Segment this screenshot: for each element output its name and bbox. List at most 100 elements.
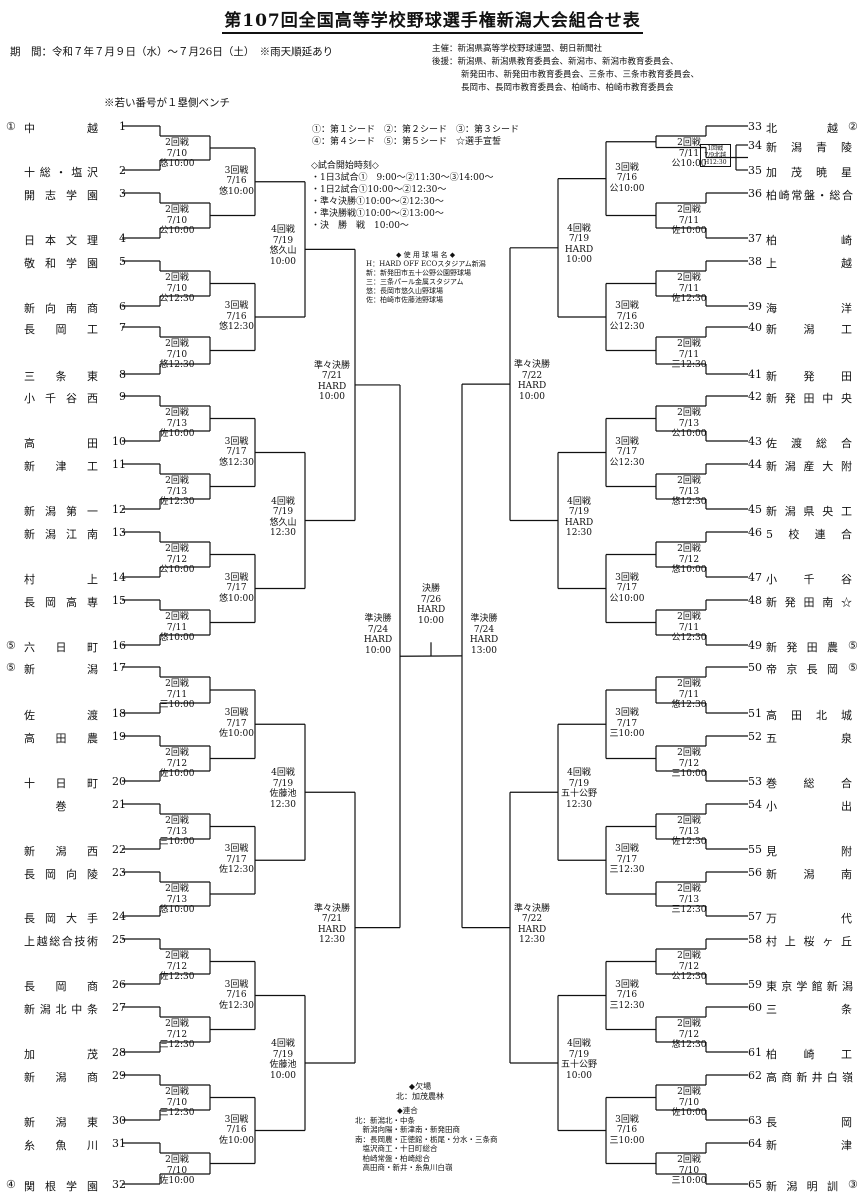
team-number: 2	[119, 164, 126, 177]
team-number: 65	[748, 1178, 762, 1191]
team-number: 53	[748, 775, 762, 788]
team-entry: 65 新潟明訓 ③	[748, 1178, 864, 1193]
team-name: 東京学館新潟	[766, 980, 853, 993]
team-name: 海洋	[766, 302, 852, 315]
team-number: 33	[748, 120, 762, 133]
team-number: 20	[112, 775, 126, 788]
team-name: 高商新井白嶺	[766, 1071, 853, 1084]
team-name: 三条	[766, 1003, 852, 1016]
team-name: 新向南商	[24, 302, 98, 315]
team-entry: 50 帝京長岡 ⑤	[748, 661, 864, 676]
support-line: 後援：新潟県、新潟県教育委員会、新潟市、新潟市教育委員会、	[432, 57, 679, 67]
team-name: 小出	[766, 800, 852, 813]
team-name: 新発田中央	[766, 392, 852, 405]
team-name: 上越総合技術	[24, 935, 98, 948]
team-name: 新潟明訓	[766, 1180, 838, 1193]
team-name: 柏崎	[766, 234, 852, 247]
team-number: 39	[748, 300, 762, 313]
team-name: 十日町	[24, 777, 98, 790]
team-name: 中越	[24, 122, 98, 135]
team-name: 新発田	[766, 370, 852, 383]
team-name: 長岡工	[24, 323, 98, 336]
support-line: 新発田市、新発田市教育委員会、三条市、三条市教育委員会、	[461, 70, 700, 80]
seed-mark: ③	[848, 1178, 858, 1191]
union-note: ◆連合 北：新潟北・中条 新潟向陽・新津南・新発田商 南：長岡農・正徳館・栃尾・…	[355, 1106, 498, 1172]
team-number: 45	[748, 503, 762, 516]
team-name: 敬和学園	[24, 257, 98, 270]
team-name: 村上桜ヶ丘	[766, 935, 852, 948]
team-name: 新発田南☆	[766, 596, 852, 609]
team-number: 35	[748, 164, 762, 177]
team-name: 新津工	[24, 460, 98, 473]
team-entry: 45 新潟県央工	[748, 503, 864, 518]
team-number: 30	[112, 1114, 126, 1127]
team-number: 32	[112, 1178, 126, 1191]
team-name: 糸魚川	[24, 1139, 98, 1152]
team-entry: 39 海洋	[748, 300, 864, 315]
team-name: 帝京長岡	[766, 663, 838, 676]
team-number: 10	[112, 435, 126, 448]
team-name: 三条東	[24, 370, 98, 383]
team-number: 25	[112, 933, 126, 946]
team-entry: 上越総合技術 25	[6, 933, 136, 948]
team-name: 長岡向陵	[24, 868, 98, 881]
team-number: 19	[112, 730, 126, 743]
team-name: 長岡	[766, 1116, 852, 1129]
team-name: 新潟東	[24, 1116, 98, 1129]
team-number: 23	[112, 866, 126, 879]
team-name: 六日町	[24, 641, 98, 654]
seed-mark: ⑤	[848, 661, 858, 674]
team-name: 佐渡総合	[766, 437, 852, 450]
support-line: 長岡市、長岡市教育委員会、柏崎市、柏崎市教育委員会	[461, 83, 674, 93]
team-number: 9	[119, 390, 126, 403]
seed-mark: ④	[6, 1178, 16, 1191]
team-number: 58	[748, 933, 762, 946]
team-number: 3	[119, 187, 126, 200]
team-name: 新潟県央工	[766, 505, 852, 518]
team-number: 50	[748, 661, 762, 674]
